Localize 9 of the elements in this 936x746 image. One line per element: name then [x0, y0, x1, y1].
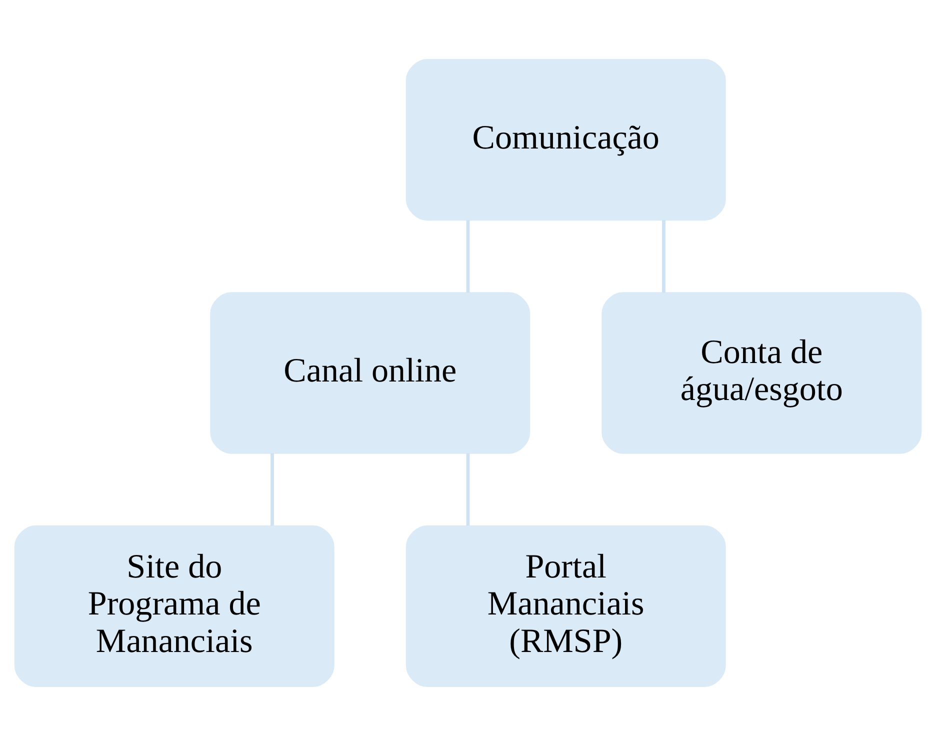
node-box: Portal Mananciais (RMSP) [406, 525, 726, 688]
node-box: Comunicação [406, 58, 726, 221]
connector [466, 220, 470, 293]
connector [466, 453, 470, 526]
node-box: Conta de água/esgoto [602, 292, 922, 454]
connector [662, 220, 666, 293]
node-box: Canal online [210, 292, 530, 454]
connector [270, 453, 274, 526]
node-box: Site do Programa de Mananciais [14, 525, 334, 688]
